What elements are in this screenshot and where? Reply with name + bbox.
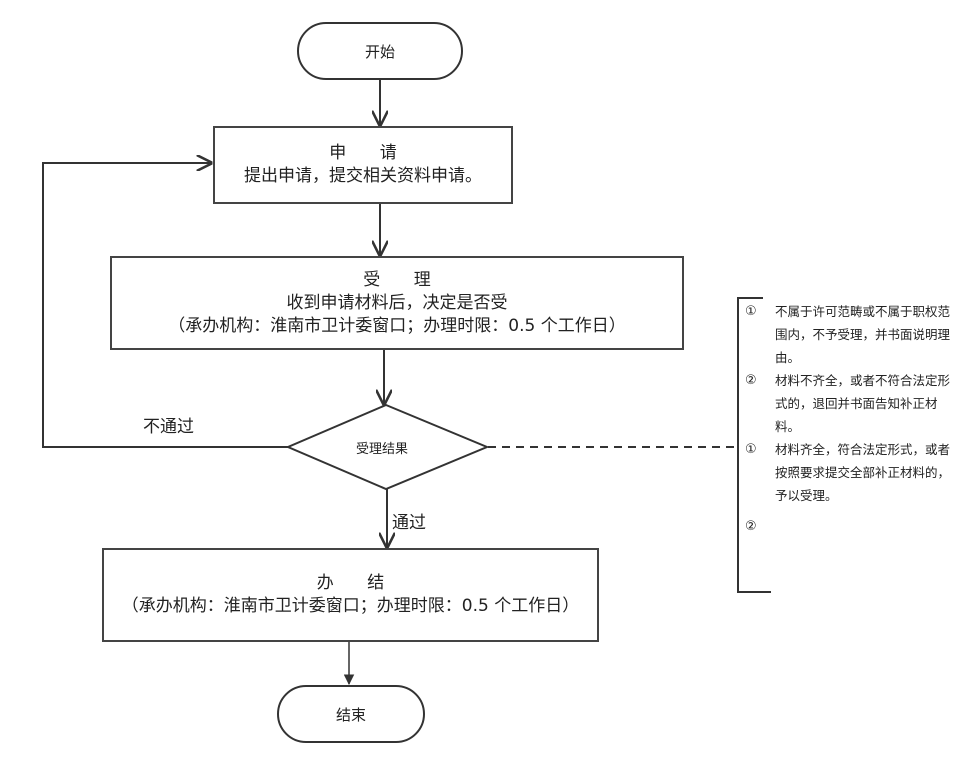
accept-title: 受 理 (363, 269, 445, 290)
complete-step: 办 结 （承办机构：淮南市卫计委窗口；办理时限：0.5 个工作日） (102, 548, 599, 642)
start-label: 开始 (364, 42, 395, 61)
note-text (775, 515, 960, 538)
accept-detail: （承办机构：淮南市卫计委窗口；办理时限：0.5 个工作日） (168, 315, 626, 336)
note-number: ① (745, 304, 757, 319)
edge-label-pass: 通过 (392, 513, 426, 533)
apply-title: 申 请 (329, 143, 411, 163)
apply-description: 提出申请，提交相关资料申请。 (244, 166, 482, 186)
note-text: 不属于许可范畴或不属于职权范围内，不予受理，并书面说明理由。 (775, 304, 951, 365)
note-item: ① 材料齐全，符合法定形式，或者按照要求提交全部补正材料的，予以受理。 (745, 438, 960, 507)
note-text: 材料齐全，符合法定形式，或者按照要求提交全部补正材料的，予以受理。 (775, 442, 951, 503)
note-number: ① (745, 442, 757, 457)
notes-panel: ① 不属于许可范畴或不属于职权范围内，不予受理，并书面说明理由。 ② 材料不齐全… (745, 300, 960, 538)
note-text: 材料不齐全，或者不符合法定形式的，退回并书面告知补正材料。 (775, 373, 951, 434)
note-item: ② (745, 515, 960, 538)
start-node: 开始 (297, 22, 463, 80)
notes-bracket (737, 297, 771, 593)
complete-title: 办 结 (316, 573, 399, 593)
note-item: ② 材料不齐全，或者不符合法定形式的，退回并书面告知补正材料。 (745, 369, 960, 438)
note-number: ② (745, 519, 757, 534)
decision-label: 受理结果 (356, 442, 409, 457)
complete-detail: （承办机构：淮南市卫计委窗口；办理时限：0.5 个工作日） (121, 596, 580, 616)
note-item: ① 不属于许可范畴或不属于职权范围内，不予受理，并书面说明理由。 (745, 300, 960, 369)
note-number: ② (745, 373, 757, 388)
end-node: 结束 (277, 685, 425, 743)
arrow-fail-loop (42, 163, 288, 448)
end-label: 结束 (335, 705, 366, 724)
accept-step: 受 理 收到申请材料后，决定是否受 （承办机构：淮南市卫计委窗口；办理时限：0.… (110, 256, 684, 350)
accept-description: 收到申请材料后，决定是否受 (286, 292, 508, 313)
edge-label-fail: 不通过 (143, 417, 194, 437)
apply-step: 申 请 提出申请，提交相关资料申请。 (213, 126, 513, 204)
